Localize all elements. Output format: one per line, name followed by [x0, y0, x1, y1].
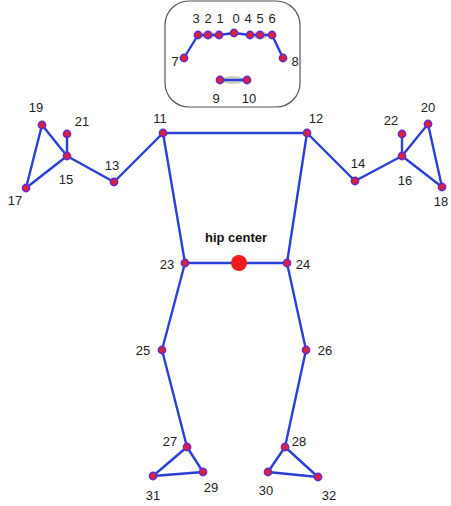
callout-number: 9	[212, 92, 219, 105]
skeleton-lines	[26, 33, 442, 477]
callout-number: 21	[75, 115, 89, 128]
callout-number: 29	[204, 481, 218, 494]
landmark-dot	[230, 29, 237, 36]
bone-line	[268, 472, 318, 477]
landmarks	[22, 29, 445, 480]
landmark-dot	[281, 443, 288, 450]
bone-line	[153, 447, 187, 476]
landmark-dot	[303, 129, 310, 136]
bone-line	[428, 124, 442, 187]
landmark-dot	[398, 152, 405, 159]
callout-number: 11	[153, 112, 167, 125]
landmark-dot	[279, 54, 286, 61]
landmark-dot	[243, 76, 250, 83]
landmark-dot	[268, 31, 275, 38]
callout-number: 7	[171, 55, 178, 68]
callout-number: 24	[296, 258, 310, 271]
bone-line	[187, 447, 203, 472]
bone-line	[163, 132, 307, 134]
bone-line	[402, 124, 428, 156]
callout-number: 0	[232, 12, 239, 25]
callout-number: 3	[192, 12, 199, 25]
bone-line	[287, 133, 307, 263]
callout-number: 16	[398, 174, 412, 187]
landmark-dot	[204, 31, 211, 38]
bone-line	[285, 447, 318, 477]
landmark-dot	[158, 346, 165, 353]
callout-number: 30	[259, 484, 273, 497]
callout-number: 19	[29, 101, 43, 114]
callout-number: 17	[8, 194, 22, 207]
callout-number: 6	[268, 12, 275, 25]
landmark-dot	[194, 31, 201, 38]
landmark-dot	[159, 129, 166, 136]
landmark-dot	[351, 177, 358, 184]
callout-number: 10	[242, 92, 256, 105]
point-label: hip center	[205, 231, 267, 244]
bone-line	[163, 133, 185, 263]
callout-number: 8	[291, 55, 298, 68]
bone-line	[287, 263, 306, 350]
callout-number: 5	[256, 12, 263, 25]
landmark-dot	[283, 259, 290, 266]
bone-line	[153, 472, 203, 476]
callout-number: 28	[292, 435, 306, 448]
bone-line	[162, 350, 187, 447]
landmark-dot	[149, 472, 156, 479]
landmark-dot	[63, 130, 70, 137]
landmark-dot	[180, 54, 187, 61]
landmark-dot	[215, 31, 222, 38]
landmark-dot	[246, 31, 253, 38]
callout-number: 1	[216, 12, 223, 25]
bone-line	[114, 133, 163, 182]
callout-number: 2	[204, 12, 211, 25]
callout-number: 22	[384, 114, 398, 127]
landmark-dot	[264, 468, 271, 475]
head-outline	[165, 1, 300, 107]
landmark-dot	[314, 473, 321, 480]
callout-number: 4	[244, 12, 251, 25]
landmark-dot	[22, 184, 29, 191]
landmark-dot	[183, 443, 190, 450]
landmark-dot	[38, 121, 45, 128]
callout-number: 27	[163, 435, 177, 448]
callout-number: 25	[136, 344, 150, 357]
landmark-dot	[302, 346, 309, 353]
callout-number: 13	[105, 159, 119, 172]
bone-line	[307, 133, 355, 181]
bone-line	[268, 447, 285, 472]
landmark-dot	[256, 31, 263, 38]
bone-line	[162, 263, 185, 350]
callout-number: 14	[351, 157, 365, 170]
bone-line	[42, 125, 67, 156]
callout-number: 32	[322, 489, 336, 502]
callout-number: 31	[146, 489, 160, 502]
bone-line	[285, 350, 306, 447]
callout-number: 20	[421, 101, 435, 114]
callout-number: 15	[59, 173, 73, 186]
landmark-dot	[438, 183, 445, 190]
hip-center-dot	[231, 255, 247, 271]
landmark-dot	[110, 178, 117, 185]
landmark-dot	[398, 130, 405, 137]
landmark-dot	[63, 152, 70, 159]
landmark-dot	[424, 120, 431, 127]
callout-number: 23	[160, 258, 174, 271]
callout-number: 26	[318, 344, 332, 357]
landmark-dot	[216, 76, 223, 83]
callout-number: 18	[434, 195, 448, 208]
landmark-dot	[199, 468, 206, 475]
callout-number: 12	[309, 112, 323, 125]
landmark-dot	[181, 259, 188, 266]
bone-line	[26, 125, 42, 188]
